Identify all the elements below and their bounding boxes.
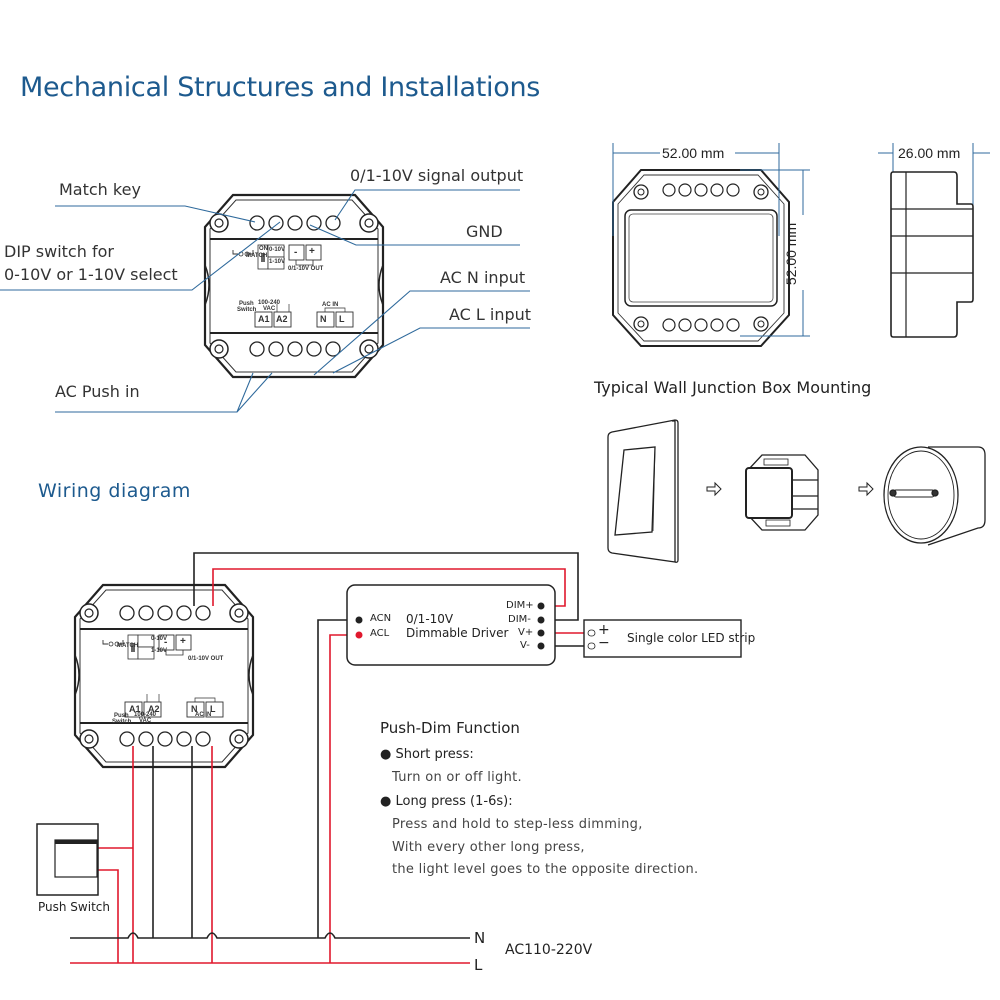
label-vac: VAC [263, 306, 276, 312]
short-press-desc: Turn on or off light. [392, 770, 522, 785]
label-push: Push [239, 301, 254, 307]
label-match-2: MATCH [117, 643, 139, 649]
module-side-view [890, 171, 974, 338]
label-plus-2: + [180, 636, 186, 647]
dimension-width: 52.00 mm [662, 145, 725, 161]
leader-signal-output [334, 189, 520, 221]
led-minus: − [598, 635, 610, 651]
label-minus-2: - [164, 637, 168, 648]
driver-title-1: 0/1-10V [406, 612, 454, 626]
module-3d-illustration [745, 454, 819, 531]
label-a2-2: A2 [148, 704, 160, 714]
label-0-10v: 0-10V [269, 247, 286, 253]
leader-gnd [309, 224, 520, 246]
callout-match-key: Match key [59, 180, 141, 199]
label-plus: + [309, 246, 315, 257]
mounting-title: Typical Wall Junction Box Mounting [594, 378, 872, 397]
wire-acl [329, 634, 353, 963]
wiring-title: Wiring diagram [38, 480, 191, 502]
led-strip-label: Single color LED strip [627, 631, 756, 645]
callout-ac-push: AC Push in [55, 382, 140, 401]
label-n: N [320, 314, 327, 324]
label-1-10v: 1-10V [269, 259, 286, 265]
junction-box-illustration [883, 446, 986, 546]
label-out: 0/1-10V OUT [288, 266, 324, 272]
label-l-2: L [210, 704, 216, 714]
wire-dim-minus [193, 552, 579, 621]
push-switch-icon [36, 823, 99, 896]
label-0-10v-2: 0-10V [151, 636, 168, 642]
wire-push-2 [98, 869, 119, 963]
page-title: Mechanical Structures and Installations [20, 72, 541, 103]
callout-gnd: GND [466, 222, 503, 241]
long-press-title: ● Long press (1-6s): [380, 794, 513, 809]
long-press-desc-3: the light level goes to the opposite dir… [392, 862, 699, 877]
label-minus: - [294, 247, 298, 258]
leader-dip-switch [0, 221, 281, 291]
driver-title-2: Dimmable Driver [406, 626, 509, 640]
callout-signal-output: 0/1-10V signal output [350, 166, 524, 185]
label-a1-2: A1 [129, 704, 141, 714]
dimension-depth: 26.00 mm [898, 145, 961, 161]
callout-leaders [0, 189, 530, 413]
leader-match-key [55, 205, 256, 223]
wire-dim-plus [212, 568, 566, 607]
driver-acl: ACL [370, 628, 390, 639]
driver-v-plus: V+ [518, 627, 534, 638]
label-vac-range-2: 100-240 [134, 712, 157, 718]
push-dim-title: Push-Dim Function [380, 719, 520, 737]
leader-ac-n [313, 290, 530, 376]
callout-ac-n: AC N input [440, 268, 526, 287]
label-a1: A1 [258, 314, 270, 324]
callout-dip-line2: 0-10V or 1-10V select [4, 265, 178, 284]
wall-switch-illustration [607, 419, 679, 563]
led-strip-box [583, 619, 742, 658]
mains-l-label: L [474, 956, 483, 974]
leader-ac-l [332, 327, 530, 374]
label-match: MATCH [246, 253, 268, 259]
label-ac-in-2: AC IN [195, 712, 212, 718]
driver-acn: ACN [370, 613, 392, 624]
label-switch: Switch [237, 307, 257, 313]
mains-neutral-line [70, 932, 470, 939]
mains-n-label: N [474, 929, 486, 947]
push-switch-label: Push Switch [38, 900, 110, 914]
label-n-2: N [191, 704, 198, 714]
short-press-title: ● Short press: [380, 747, 474, 762]
module-front-view [203, 193, 385, 379]
driver-dim-minus: DIM- [508, 614, 531, 625]
callout-ac-l: AC L input [449, 305, 532, 324]
driver-dim-plus: DIM+ [506, 600, 534, 611]
label-switch-2: Switch [112, 719, 132, 725]
dimmable-driver-box [346, 584, 556, 666]
module-wiring-view [73, 583, 255, 769]
leader-ac-push [55, 372, 273, 413]
label-vac-2: VAC [139, 718, 152, 724]
label-out-2: 0/1-10V OUT [188, 656, 224, 662]
arrow-icon [706, 481, 874, 497]
label-on: ON [259, 246, 268, 252]
mains-voltage: AC110-220V [505, 942, 593, 958]
dimension-height: 52.00 mm [783, 222, 800, 286]
wires [70, 552, 588, 964]
label-l: L [339, 314, 345, 324]
label-vac-range: 100-240 [258, 300, 281, 306]
label-a2: A2 [276, 314, 288, 324]
long-press-desc-1: Press and hold to step-less dimming, [392, 817, 643, 832]
callout-dip-line1: DIP switch for [4, 242, 114, 261]
dimension-lines [612, 143, 990, 337]
long-press-desc-2: With every other long press, [392, 840, 585, 855]
driver-v-minus: V- [520, 640, 530, 651]
wire-acn [317, 619, 353, 938]
module-top-view [612, 169, 790, 347]
label-ac-in: AC IN [322, 302, 339, 308]
led-plus: + [598, 622, 610, 638]
label-push-2: Push [114, 713, 129, 719]
label-1-10v-2: 1-10V [151, 648, 168, 654]
